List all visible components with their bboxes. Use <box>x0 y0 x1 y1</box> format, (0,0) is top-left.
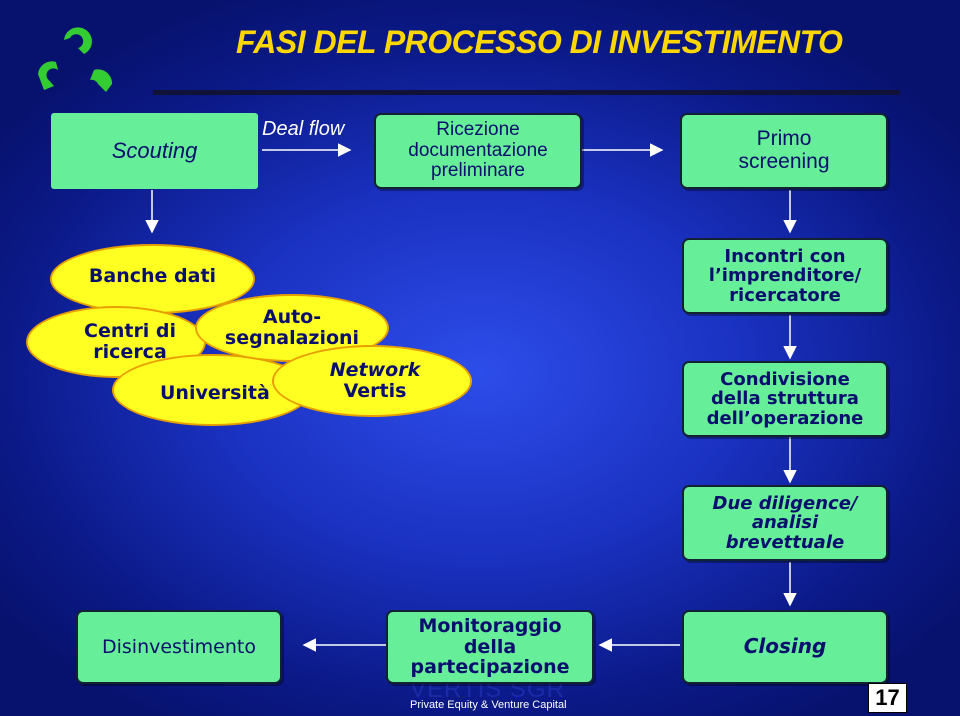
logo-mark-left <box>38 61 58 90</box>
closing-box: Closing <box>682 610 888 684</box>
auto-segnalazioni-label: Auto- segnalazioni <box>224 306 360 349</box>
logo-icon <box>38 27 113 92</box>
slide-title: FASI DEL PROCESSO DI INVESTIMENTO <box>236 24 843 60</box>
universita-label: Università <box>160 381 270 404</box>
primo-screening-label: Primo screening <box>738 127 830 173</box>
monitoraggio-partecipazione-box: Monitoraggio della partecipazione <box>386 610 594 684</box>
ricezione-documentazione-box: Ricezione documentazione preliminare <box>374 113 582 189</box>
condivisione-struttura-box: Condivisione della struttura dell’operaz… <box>682 361 888 437</box>
logo-mark-top <box>64 27 92 54</box>
disinvestimento-box: Disinvestimento <box>76 610 282 684</box>
banche-dati-label: Banche dati <box>88 265 217 287</box>
banche-dati-ellipse: Banche dati <box>50 244 255 314</box>
network-vertis-ellipse: Network Vertis <box>272 345 472 417</box>
centri-di-ricerca-ellipse: Centri di ricerca <box>26 306 206 378</box>
scouting-box: Scouting <box>51 113 258 189</box>
centri-di-ricerca-label: Centri di ricerca <box>84 320 177 363</box>
due-diligence-box: Due diligence/ analisi brevettuale <box>682 485 888 561</box>
incontri-imprenditore-box: Incontri con l’imprenditore/ ricercatore <box>682 238 888 314</box>
vertis-label: Vertis <box>343 380 407 402</box>
deal-flow-label: Deal flow <box>262 118 345 140</box>
title-divider <box>153 90 900 95</box>
page-number: 17 <box>868 683 907 713</box>
logo-mark-right <box>90 69 113 92</box>
network-label: Network <box>329 359 421 382</box>
brand-tagline: Private Equity & Venture Capital <box>410 699 567 711</box>
primo-screening-box: Primo screening <box>680 113 888 189</box>
